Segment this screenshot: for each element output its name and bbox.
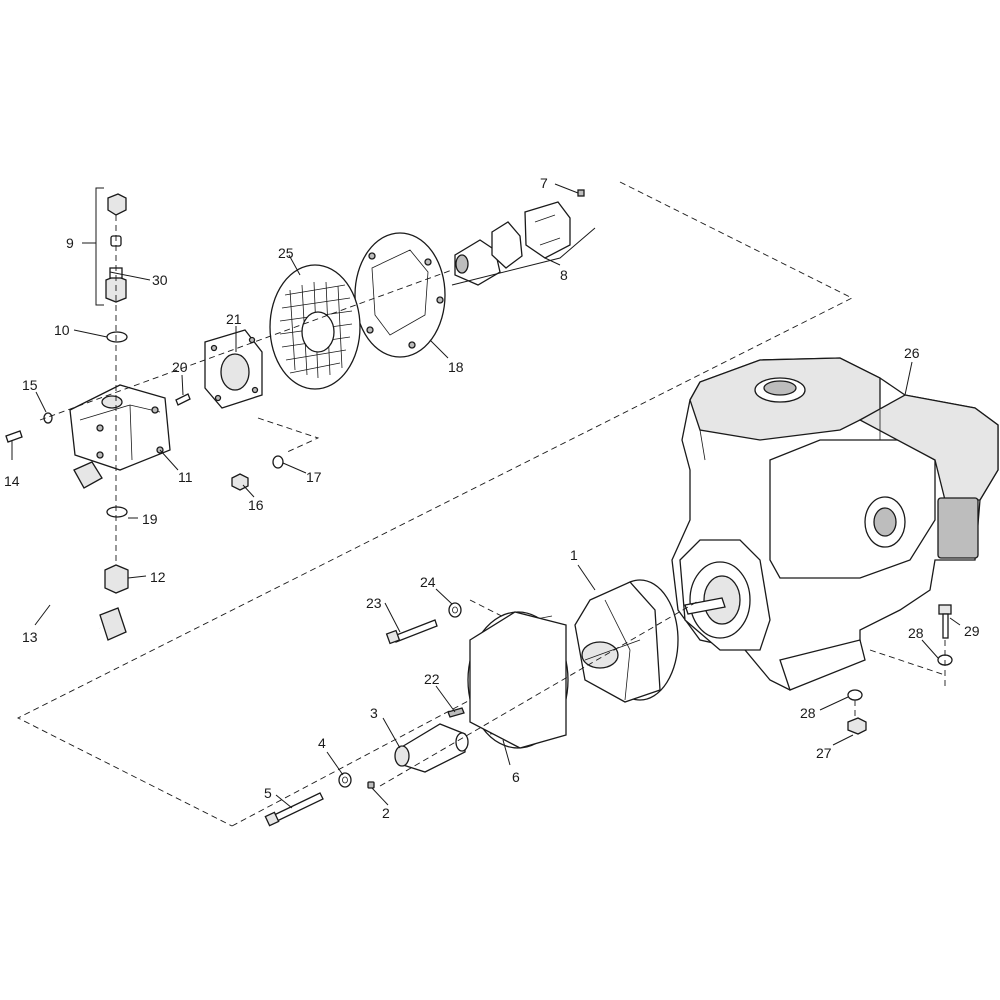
callout-28-lower: 28 [800, 705, 816, 721]
callout-2: 2 [382, 805, 390, 821]
callout-12: 12 [150, 569, 166, 585]
callout-labels: 1 2 3 4 5 6 7 8 9 10 11 12 13 14 15 16 1… [4, 175, 980, 821]
hose-13 [46, 461, 127, 641]
callout-8: 8 [560, 267, 568, 283]
callout-28-upper: 28 [908, 625, 924, 641]
callout-7: 7 [540, 175, 548, 191]
washer-4 [338, 772, 352, 788]
seal-10 [106, 331, 128, 343]
washer-15 [43, 412, 53, 424]
fitting-nut-9 [107, 193, 127, 216]
fitting-12 [104, 564, 129, 594]
callout-26: 26 [904, 345, 920, 361]
callout-30: 30 [152, 272, 168, 288]
engine [671, 357, 999, 691]
centerlines [39, 215, 946, 787]
bolt-29 [938, 604, 952, 639]
callout-10: 10 [54, 322, 70, 338]
plate-18 [354, 232, 446, 358]
callout-17: 17 [306, 469, 322, 485]
callout-25: 25 [278, 245, 294, 261]
key-2 [367, 781, 375, 789]
shaft-3 [394, 723, 469, 773]
bolt-14 [5, 430, 23, 443]
washer-17 [272, 455, 284, 469]
bracket-9 [82, 187, 104, 306]
callout-4: 4 [318, 735, 326, 751]
callout-29: 29 [964, 623, 980, 639]
callout-20: 20 [172, 359, 188, 375]
callout-5: 5 [264, 785, 272, 801]
callout-23: 23 [366, 595, 382, 611]
callout-22: 22 [424, 671, 440, 687]
callout-18: 18 [448, 359, 464, 375]
callout-6: 6 [512, 769, 520, 785]
washer-24 [448, 602, 462, 618]
callout-1: 1 [570, 547, 578, 563]
screen-25 [269, 264, 361, 390]
callout-11: 11 [178, 469, 193, 485]
set-screw-7 [577, 189, 585, 197]
callout-24: 24 [420, 574, 436, 590]
nut-27 [847, 717, 867, 735]
key-22 [447, 707, 465, 718]
flange-21 [204, 329, 263, 409]
callout-3: 3 [370, 705, 378, 721]
bolt-20 [175, 393, 191, 406]
callout-16: 16 [248, 497, 264, 513]
callout-21: 21 [226, 311, 242, 327]
adapter-1 [574, 579, 679, 703]
callout-19: 19 [142, 511, 158, 527]
bolt-5 [264, 792, 324, 827]
callout-9: 9 [66, 235, 74, 251]
seal-19 [106, 506, 128, 518]
fan-wheel-6 [467, 611, 569, 749]
washer-28-lower [847, 689, 863, 701]
callout-13: 13 [22, 629, 38, 645]
callout-27: 27 [816, 745, 832, 761]
leader-lines [11, 183, 961, 809]
callout-14: 14 [4, 473, 20, 489]
pump-11 [69, 384, 171, 471]
bolt-23 [385, 619, 438, 645]
coupling-8 [451, 201, 596, 286]
callout-15: 15 [22, 377, 38, 393]
